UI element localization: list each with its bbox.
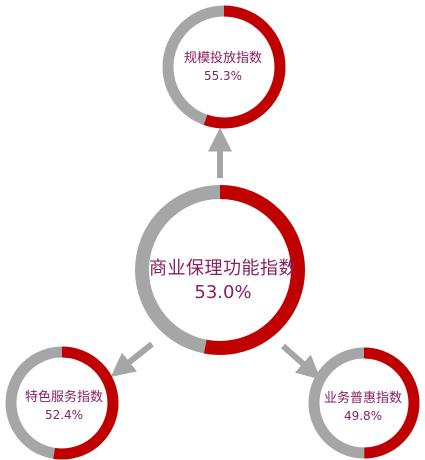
- right-index-name: 业务普惠指数: [323, 391, 402, 406]
- top-index-name: 规模投放指数: [183, 51, 262, 66]
- top-donut: [162, 5, 286, 129]
- arrow-to-left: [110, 341, 154, 377]
- right-donut: [308, 347, 420, 459]
- top-label: 规模投放指数 55.3%: [163, 47, 283, 83]
- left-label: 特色服务指数 52.4%: [4, 386, 124, 422]
- center-donut: [135, 185, 305, 355]
- center-index-value: 53.0%: [194, 282, 252, 303]
- left-index-value: 52.4%: [44, 408, 84, 422]
- arrow-to-right: [281, 343, 321, 380]
- center-donut-fill: [135, 185, 305, 355]
- left-index-name: 特色服务指数: [24, 390, 103, 405]
- top-index-value: 55.3%: [203, 69, 243, 83]
- right-index-value: 49.8%: [343, 409, 383, 423]
- center-index-name: 商业保理功能指数: [149, 258, 297, 279]
- left-donut: [5, 346, 119, 460]
- center-label: 商业保理功能指数 53.0%: [133, 254, 313, 303]
- right-donut-fill: [308, 347, 420, 459]
- top-donut-fill: [162, 5, 286, 129]
- left-donut-fill: [5, 346, 119, 460]
- right-label: 业务普惠指数 49.8%: [303, 387, 423, 423]
